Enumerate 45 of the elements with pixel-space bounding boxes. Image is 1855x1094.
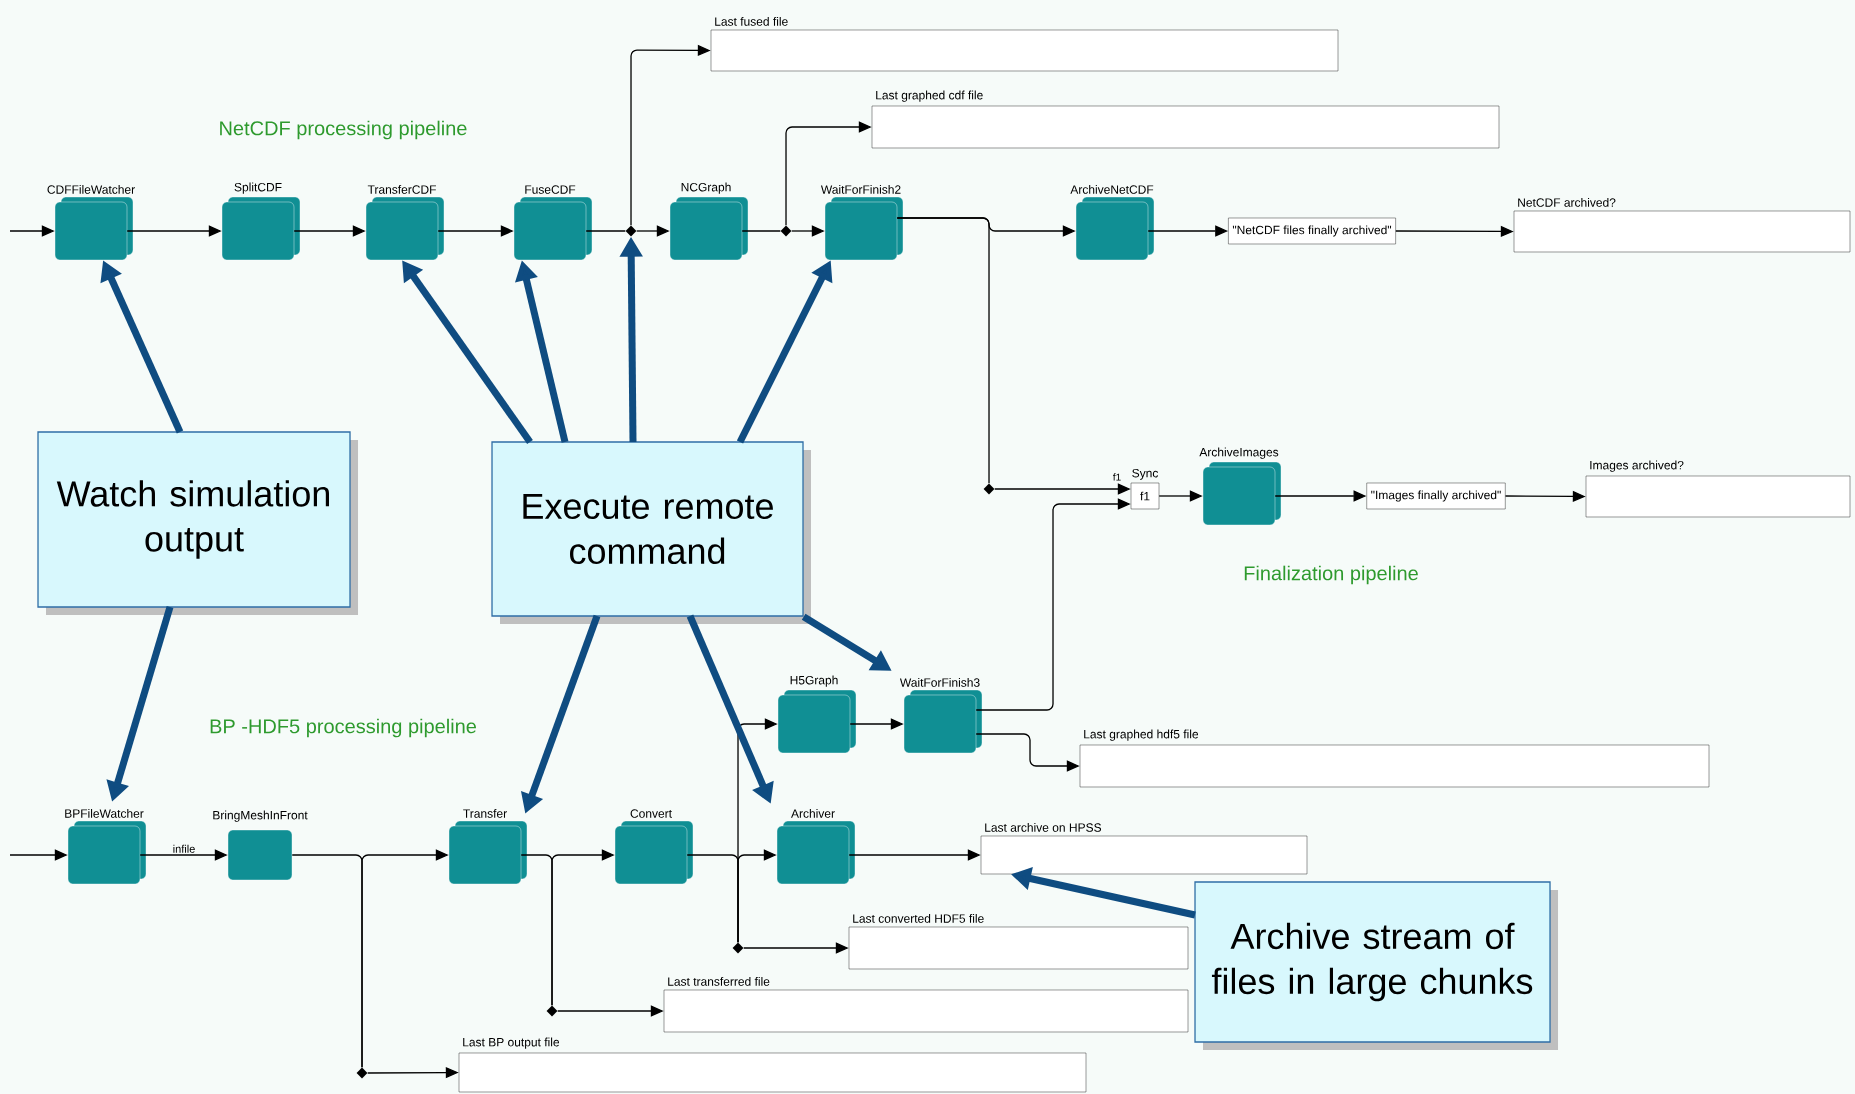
- actor-label: WaitForFinish3: [899, 678, 980, 687]
- connector: [741, 230, 781, 232]
- sync-label: Sync: [1132, 468, 1159, 480]
- display-label: Last converted HDF5 file: [853, 914, 984, 923]
- port-label: f1: [1113, 473, 1121, 481]
- actor-label: ArchiveNetCDF: [1070, 185, 1154, 194]
- actor-label: H5Graph: [790, 675, 838, 687]
- edge-label: infile: [171, 843, 197, 854]
- actor-label: Archiver: [791, 809, 835, 818]
- actor-label: ArchiveImages: [1199, 447, 1279, 459]
- display-label: Last archive on HPSS: [985, 823, 1102, 832]
- junction-diamond: [732, 942, 744, 954]
- callout-box: Archive stream of files in large chunks: [1194, 881, 1558, 1050]
- actor-label: TransferCDF: [367, 185, 436, 194]
- display-label: Images archived?: [1590, 460, 1684, 472]
- junction-diamond: [356, 1067, 368, 1079]
- pipeline-title: NetCDF processing pipeline: [220, 120, 467, 140]
- junction-diamond: [625, 225, 637, 237]
- actor-label: WaitForFinish2: [820, 185, 901, 194]
- callout-box: Watch simulation output: [37, 431, 358, 615]
- actor-label: CDFFileWatcher: [47, 185, 135, 194]
- sync-box: f1: [1130, 482, 1160, 510]
- junction-diamond: [983, 483, 995, 495]
- display-label: Last BP output file: [463, 1037, 560, 1049]
- junction-diamond: [546, 1005, 558, 1017]
- value-box: "Images finally archived": [1366, 482, 1506, 510]
- actor-label: FuseCDF: [525, 185, 576, 194]
- display-label: Last graphed cdf file: [876, 90, 983, 102]
- actor-label: Convert: [630, 809, 672, 818]
- actor-label: NCGraph: [681, 182, 731, 194]
- value-box: "NetCDF files finally archived": [1228, 217, 1396, 245]
- display-label: Last fused file: [715, 17, 788, 26]
- actor-label: BringMeshInFront: [213, 810, 308, 822]
- pipeline-title: Finalization pipeline: [1244, 565, 1418, 585]
- pipeline-title: BP -HDF5 processing pipeline: [210, 718, 476, 738]
- actor-label: SplitCDF: [234, 182, 282, 194]
- display-label: NetCDF archived?: [1518, 198, 1616, 207]
- connector: [896, 217, 990, 484]
- connector: [585, 230, 626, 232]
- actor-label: BPFileWatcher: [65, 809, 144, 818]
- junction-diamond: [780, 225, 792, 237]
- display-label: Last graphed hdf5 file: [1084, 729, 1199, 741]
- display-label: Last transferred file: [668, 977, 770, 986]
- actor-label: Transfer: [463, 809, 507, 818]
- callout-box: Execute remote command: [491, 441, 811, 624]
